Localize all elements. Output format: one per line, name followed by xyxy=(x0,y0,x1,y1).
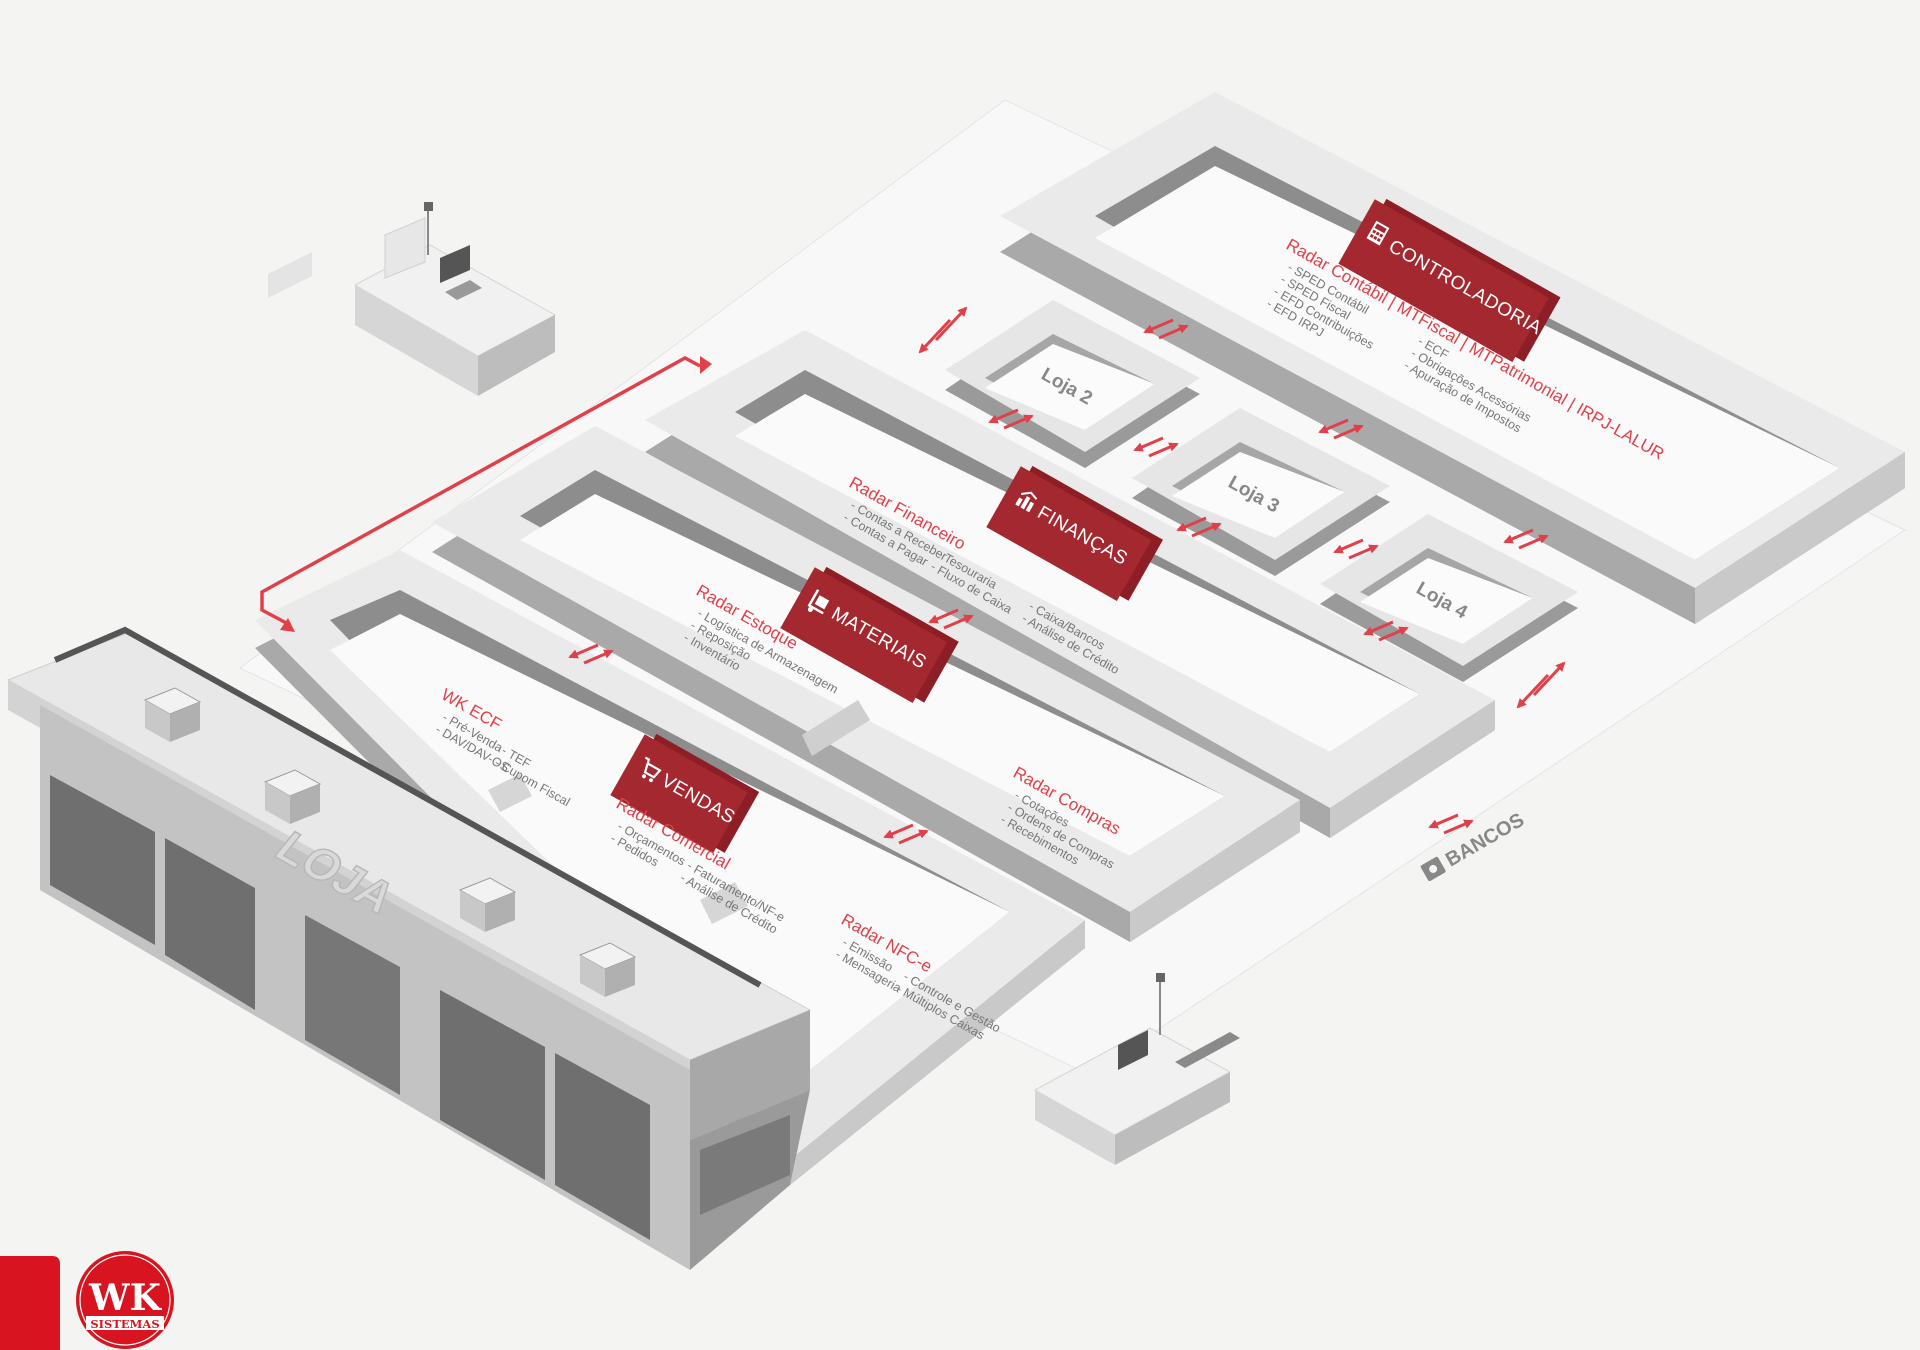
branch-loja-4 xyxy=(1320,514,1578,682)
sign-financas: FINANÇAS xyxy=(986,465,1164,601)
arrow-pair-13 xyxy=(1516,661,1566,709)
room-controladoria xyxy=(1000,92,1905,624)
dolly-icon xyxy=(807,589,830,615)
arrow-pair-4 xyxy=(1176,516,1222,538)
arrow-pair-6 xyxy=(1133,436,1179,458)
logo-main: WK xyxy=(88,1277,162,1319)
arrow-pair-5 xyxy=(1363,620,1409,642)
branch-loja-3 xyxy=(1132,408,1390,576)
checkout-counter-bottom xyxy=(1033,973,1240,1165)
branch-loja-2 xyxy=(945,300,1200,468)
sign-vendas: VENDAS xyxy=(610,733,760,854)
arrow-pair-10 xyxy=(883,823,929,845)
data-flow-arrows xyxy=(568,306,1566,845)
arrow-pair-2 xyxy=(1503,528,1549,550)
arrow-pair-8 xyxy=(928,608,974,630)
arrow-pair-11 xyxy=(1428,813,1474,835)
arrow-pair-9 xyxy=(568,643,614,665)
store-to-erp-connector xyxy=(260,356,701,627)
wk-logo: WK SISTEMAS xyxy=(76,1251,174,1349)
chart-icon xyxy=(1015,491,1038,513)
red-tab xyxy=(0,1256,60,1350)
cart-icon xyxy=(641,756,662,783)
store-building: LOJA xyxy=(6,626,812,1270)
calculator-icon xyxy=(1366,220,1390,246)
arrow-pair-7 xyxy=(1333,538,1379,560)
checkout-counter-top xyxy=(268,202,557,396)
logo-sub: SISTEMAS xyxy=(90,1317,159,1331)
arrow-pair-0 xyxy=(1143,318,1189,340)
arrow-pair-3 xyxy=(988,408,1034,430)
arrow-pair-1 xyxy=(1318,418,1364,440)
arrow-pair-12 xyxy=(918,306,968,354)
room-vendas xyxy=(255,550,1085,1185)
safe-icon xyxy=(1420,856,1446,881)
